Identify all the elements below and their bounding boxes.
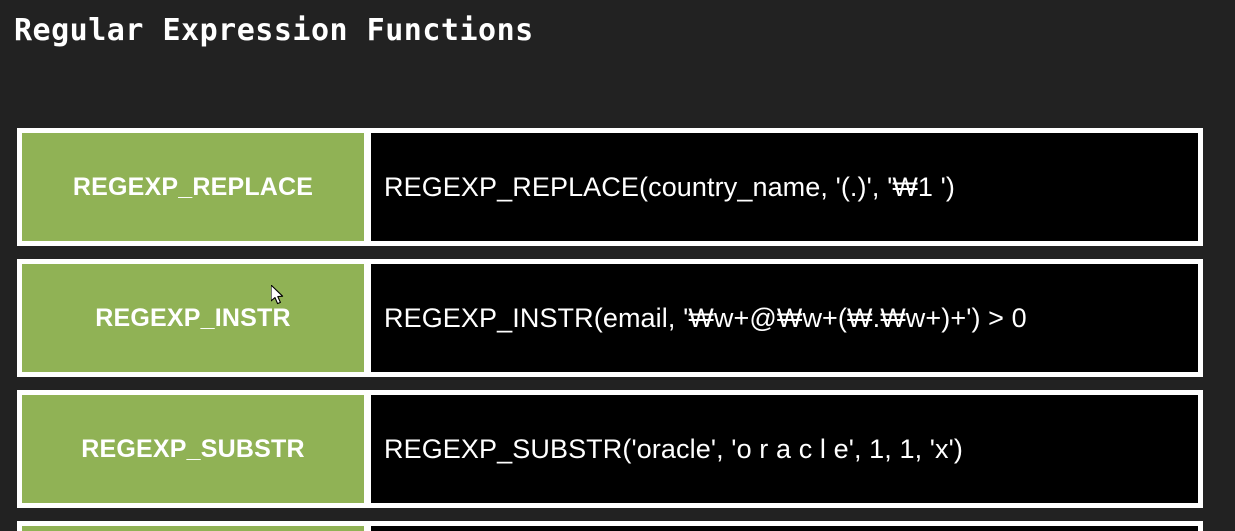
function-expression-cell: REGEXP_REPLACE(country_name, '(.)', '₩1 …: [371, 133, 1198, 241]
function-expression-cell: [371, 526, 1198, 531]
function-name-cell: [22, 526, 364, 531]
function-expression-cell: REGEXP_SUBSTR('oracle', 'o r a c l e', 1…: [371, 395, 1198, 503]
table-row[interactable]: REGEXP_INSTR REGEXP_INSTR(email, '₩w+@₩w…: [17, 259, 1203, 377]
cell-divider: [364, 133, 371, 241]
table-row[interactable]: REGEXP_SUBSTR REGEXP_SUBSTR('oracle', 'o…: [17, 390, 1203, 508]
function-name-cell: REGEXP_INSTR: [22, 264, 364, 372]
function-name-cell: REGEXP_SUBSTR: [22, 395, 364, 503]
cell-divider: [364, 395, 371, 503]
regex-functions-table: REGEXP_REPLACE REGEXP_REPLACE(country_na…: [17, 128, 1203, 531]
table-row[interactable]: REGEXP_REPLACE REGEXP_REPLACE(country_na…: [17, 128, 1203, 246]
cell-divider: [364, 264, 371, 372]
page-title: Regular Expression Functions: [14, 13, 534, 48]
function-name-cell: REGEXP_REPLACE: [22, 133, 364, 241]
function-expression-cell: REGEXP_INSTR(email, '₩w+@₩w+(₩.₩w+)+') >…: [371, 264, 1198, 372]
cell-divider: [364, 526, 371, 531]
table-row[interactable]: [17, 521, 1203, 531]
